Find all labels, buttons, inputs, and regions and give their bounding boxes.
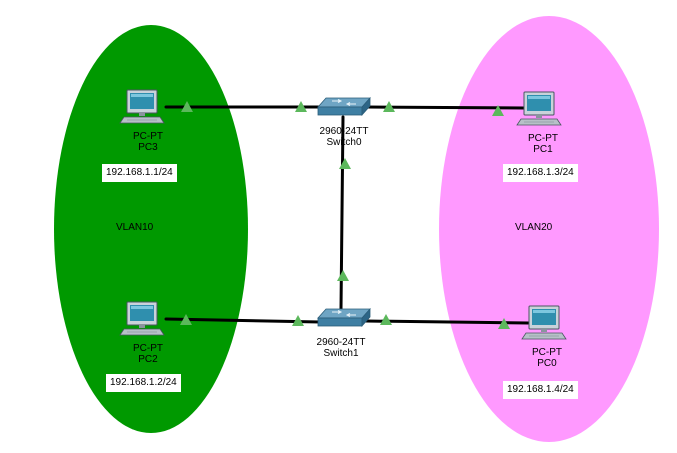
switch0-icon[interactable]	[317, 97, 371, 116]
pc0-label: PC-PT PC0	[523, 347, 571, 369]
pc2-label: PC-PT PC2	[124, 343, 172, 365]
switch0-model: 2960-24TT	[319, 126, 369, 137]
link-up-triangle-icon	[337, 270, 349, 281]
pc2-model: PC-PT	[133, 343, 163, 354]
pc3-model: PC-PT	[133, 131, 163, 142]
link-switch1-pc0	[364, 319, 530, 325]
vlan20-label: VLAN20	[515, 222, 553, 233]
link-pc2-switch1	[164, 317, 322, 324]
pc3-icon[interactable]	[119, 89, 165, 124]
link-up-triangle-icon	[339, 158, 351, 169]
pc1-ip-note[interactable]: 192.168.1.3/24	[503, 164, 578, 182]
pc2-name: PC2	[138, 354, 158, 365]
pc0-name: PC0	[537, 358, 557, 369]
switch1-icon[interactable]	[317, 308, 371, 327]
switch0-name: Switch0	[326, 137, 362, 148]
switch1-model: 2960-24TT	[316, 337, 366, 348]
vlan10-area	[54, 25, 248, 433]
pc1-model: PC-PT	[528, 133, 558, 144]
pc1-name: PC1	[533, 144, 553, 155]
pc0-model: PC-PT	[532, 347, 562, 358]
switch1-name: Switch1	[323, 348, 359, 359]
switch1-label: 2960-24TT Switch1	[309, 337, 373, 359]
pc3-name: PC3	[138, 142, 158, 153]
vlan10-label: VLAN10	[116, 222, 154, 233]
pc3-label: PC-PT PC3	[124, 131, 172, 153]
pc3-ip-note[interactable]: 192.168.1.1/24	[102, 164, 177, 182]
pc1-label: PC-PT PC1	[519, 133, 567, 155]
switch0-label: 2960-24TT Switch0	[312, 126, 376, 148]
pc2-ip-note[interactable]: 192.168.1.2/24	[106, 374, 181, 392]
pc0-ip-note[interactable]: 192.168.1.4/24	[503, 381, 578, 399]
vlan20-area	[439, 16, 659, 442]
pc1-icon[interactable]	[516, 91, 562, 126]
pc2-icon[interactable]	[119, 301, 165, 336]
link-up-triangle-icon	[380, 314, 392, 325]
pc0-icon[interactable]	[521, 305, 567, 340]
